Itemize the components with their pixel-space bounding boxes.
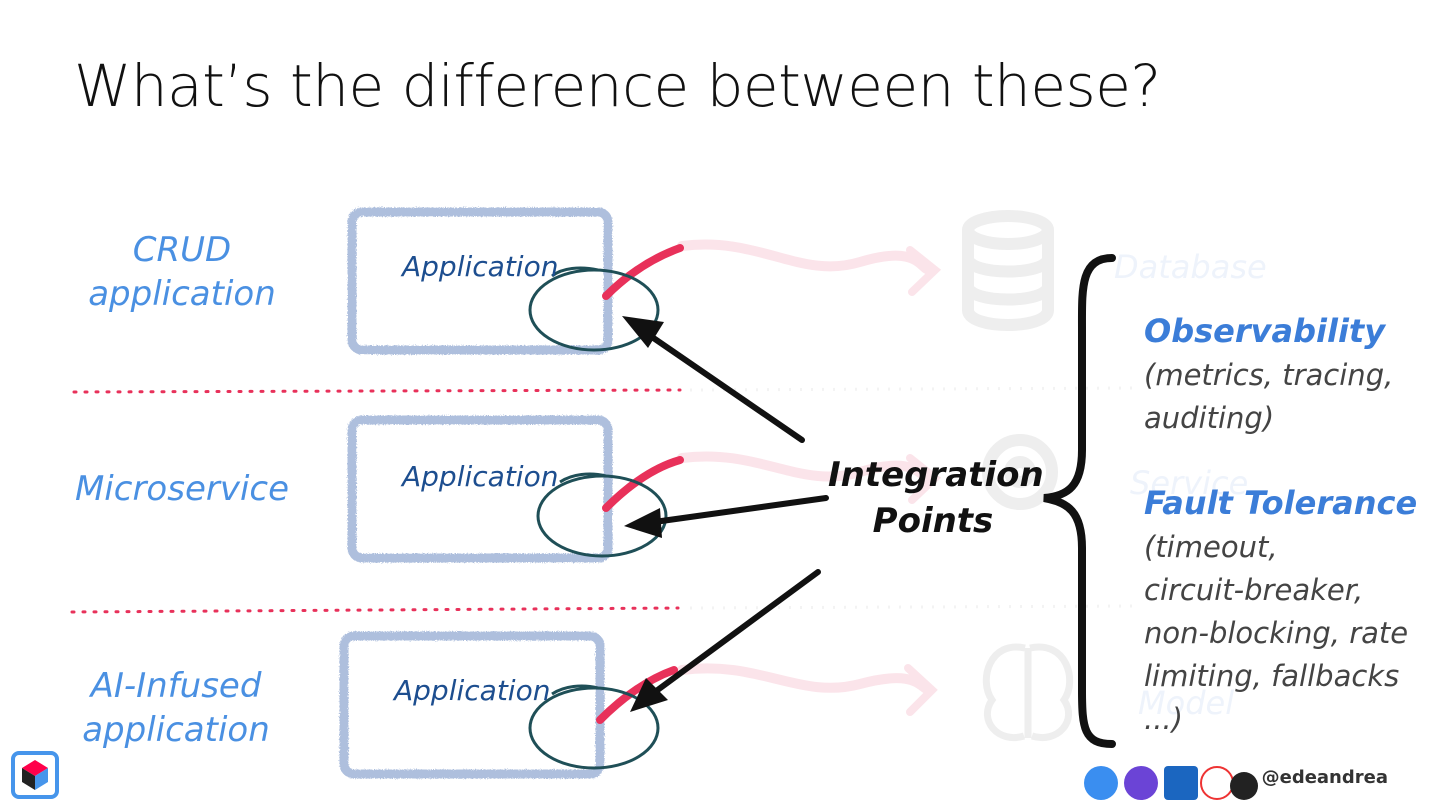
faded-connector-1 <box>677 239 935 275</box>
mastodon-icon[interactable] <box>1124 766 1158 800</box>
app-box-2 <box>347 415 613 563</box>
app-label-3: Application <box>394 674 551 707</box>
feature-fault-tolerance-desc-line5: ...) <box>1144 702 1183 736</box>
feature-fault-tolerance-title: Fault Tolerance <box>1144 484 1418 522</box>
integration-points-line2: Points <box>872 501 994 541</box>
gear-icon <box>982 434 1058 510</box>
feature-observability-desc-line2: auditing) <box>1144 401 1275 435</box>
red-connector-1 <box>602 244 684 300</box>
row-label-microservice: Microservice <box>62 467 302 511</box>
feature-observability-title: Observability <box>1144 312 1386 350</box>
row-label-ai-line2: application <box>82 710 270 750</box>
row-label-ai: AI-Infused application <box>56 664 296 752</box>
red-connector-3 <box>596 666 678 724</box>
row-label-microservice-line1: Microservice <box>74 469 290 509</box>
feature-observability-desc: (metrics, tracing, auditing) <box>1144 354 1434 440</box>
social-handle[interactable]: @edeandrea <box>1261 767 1388 788</box>
separator-2 <box>70 606 680 614</box>
red-connector-2 <box>602 456 684 512</box>
database-icon <box>962 210 1054 331</box>
integration-points-label: Integration Points <box>828 452 1044 544</box>
app-box-3 <box>339 631 605 779</box>
separator-1-faded <box>689 386 1141 392</box>
slide-title: What’s the difference between these? <box>74 52 1161 120</box>
target-label-database: Database <box>1114 248 1267 286</box>
brain-icon <box>982 643 1074 741</box>
row-label-crud-line1: CRUD <box>132 230 232 270</box>
faded-connector-2 <box>677 451 935 483</box>
feature-fault-tolerance-desc-line2: circuit-breaker, <box>1144 573 1364 607</box>
feature-fault-tolerance-desc: (timeout, circuit-breaker, non-blocking,… <box>1144 526 1434 741</box>
github-icon[interactable] <box>1230 772 1258 800</box>
linkedin-icon[interactable] <box>1164 766 1198 800</box>
curly-brace <box>1043 254 1116 748</box>
row-label-crud-line2: application <box>88 274 276 314</box>
target-label-model: Model <box>1138 684 1235 722</box>
app-box-1 <box>347 207 613 355</box>
feature-fault-tolerance-desc-line3: non-blocking, rate <box>1144 616 1409 650</box>
feature-fault-tolerance-desc-line1: (timeout, <box>1144 530 1278 564</box>
separator-2-faded <box>689 604 1141 610</box>
quarkus-logo-icon <box>11 751 59 799</box>
app-label-2: Application <box>402 460 559 493</box>
faded-connector-3 <box>677 663 935 695</box>
x-icon[interactable] <box>1200 766 1234 800</box>
bluesky-icon[interactable] <box>1084 766 1118 800</box>
target-label-service: Service <box>1130 464 1249 502</box>
integration-points-line1: Integration <box>828 455 1044 495</box>
row-label-ai-line1: AI-Infused <box>90 666 262 706</box>
feature-fault-tolerance-desc-line4: limiting, fallbacks <box>1144 659 1400 693</box>
row-label-crud: CRUD application <box>62 228 302 316</box>
feature-observability-desc-line1: (metrics, tracing, <box>1144 358 1394 392</box>
app-label-1: Application <box>402 250 559 283</box>
separator-1 <box>72 388 682 394</box>
arrows <box>633 323 829 703</box>
